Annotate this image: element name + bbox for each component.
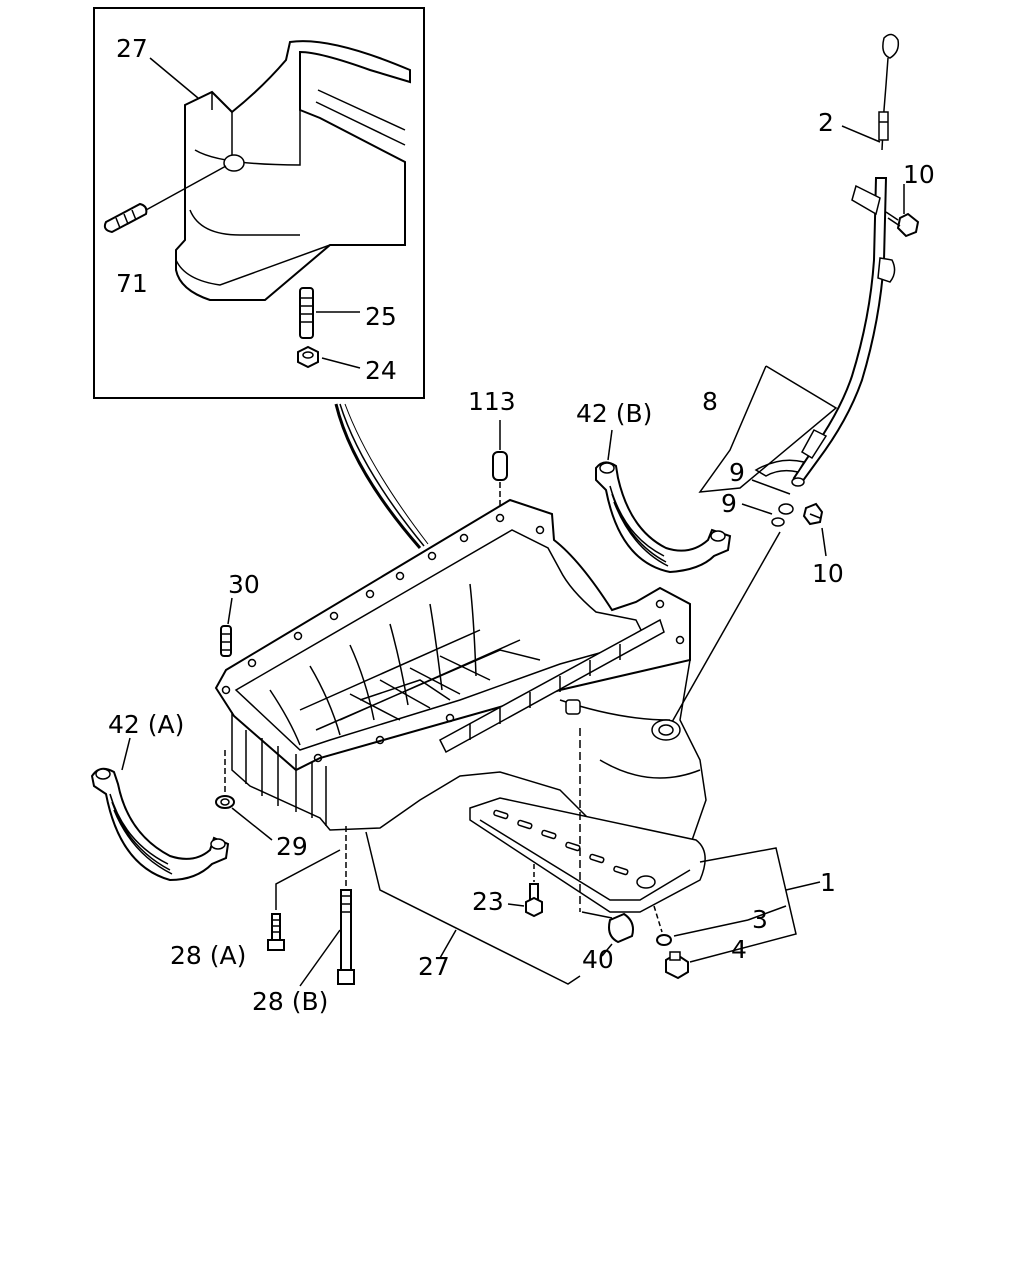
leader-guide-assy bbox=[698, 365, 838, 493]
leader-pan bbox=[365, 831, 581, 985]
detail-inset: 27 71 25 24 bbox=[93, 7, 425, 399]
plug-40 bbox=[579, 728, 634, 957]
bracket-42a bbox=[90, 737, 230, 882]
leader-gasket bbox=[673, 919, 749, 937]
bolt-10-lower bbox=[802, 502, 824, 526]
o-rings-9 bbox=[771, 503, 794, 527]
label-drain-assy: 1 bbox=[820, 868, 836, 897]
dipstick-guide-tube bbox=[791, 177, 896, 487]
oil-pan-27 bbox=[214, 498, 707, 913]
inset-nut-24 bbox=[297, 345, 319, 369]
label-plug-40: 40 bbox=[582, 945, 614, 974]
label-washer: 29 bbox=[276, 832, 308, 861]
dipstick-2 bbox=[878, 33, 900, 151]
bolt-23 bbox=[507, 864, 543, 918]
label-stud: 30 bbox=[228, 570, 260, 599]
leader-dipstick bbox=[841, 125, 881, 143]
label-inset-stud-25: 25 bbox=[365, 302, 397, 331]
bolt-28a bbox=[267, 849, 341, 951]
label-bracket-a: 42 (A) bbox=[108, 710, 184, 739]
label-inset-nut-24: 24 bbox=[365, 356, 397, 385]
label-bolt-23: 23 bbox=[472, 887, 504, 916]
leader-guide-hole bbox=[671, 531, 781, 723]
drain-plug-4 bbox=[665, 951, 689, 980]
label-gasket: 3 bbox=[752, 905, 768, 934]
leader-bolt-lower bbox=[821, 527, 827, 557]
label-bracket-b: 42 (B) bbox=[576, 399, 652, 428]
label-inset-stud-71: 71 bbox=[116, 269, 148, 298]
label-pin: 113 bbox=[468, 387, 516, 416]
washer-29 bbox=[215, 750, 273, 841]
label-bolt-top: 10 bbox=[903, 160, 935, 189]
dowel-pin-113 bbox=[492, 420, 508, 512]
stud-30 bbox=[220, 597, 233, 657]
leader-drain-assy bbox=[689, 847, 797, 963]
label-drain-plug: 4 bbox=[731, 935, 747, 964]
label-ring-a: 9 bbox=[729, 458, 745, 487]
label-bolt-28a: 28 (A) bbox=[170, 941, 246, 970]
guide-bracket-8 bbox=[751, 459, 806, 495]
bolt-10-upper bbox=[885, 211, 920, 238]
inset-stud-25 bbox=[299, 287, 314, 339]
label-dipstick: 2 bbox=[818, 108, 834, 137]
inset-oil-pan-corner bbox=[175, 40, 411, 301]
bracket-42b bbox=[595, 429, 732, 574]
flange-bolt-holes bbox=[221, 513, 685, 763]
gasket-3 bbox=[653, 905, 672, 946]
leader-pan-label bbox=[439, 929, 457, 959]
leader-drain-label bbox=[785, 881, 821, 891]
inset-stud-71 bbox=[103, 165, 227, 234]
bolt-28b bbox=[299, 826, 355, 987]
leader-ring-b bbox=[741, 503, 773, 515]
leader-gasket-b bbox=[747, 905, 787, 921]
label-ring-b: 9 bbox=[721, 489, 737, 518]
label-inset-pan: 27 bbox=[116, 34, 148, 63]
inset-reference-arrow bbox=[334, 403, 429, 549]
leader-inset-24 bbox=[321, 357, 361, 369]
label-bolt-lower: 10 bbox=[812, 559, 844, 588]
inset-frame bbox=[93, 7, 425, 399]
leader-inset-27 bbox=[149, 57, 199, 99]
label-bolt-28b: 28 (B) bbox=[252, 987, 328, 1016]
label-pan: 27 bbox=[418, 952, 450, 981]
label-guide-assy: 8 bbox=[702, 387, 718, 416]
